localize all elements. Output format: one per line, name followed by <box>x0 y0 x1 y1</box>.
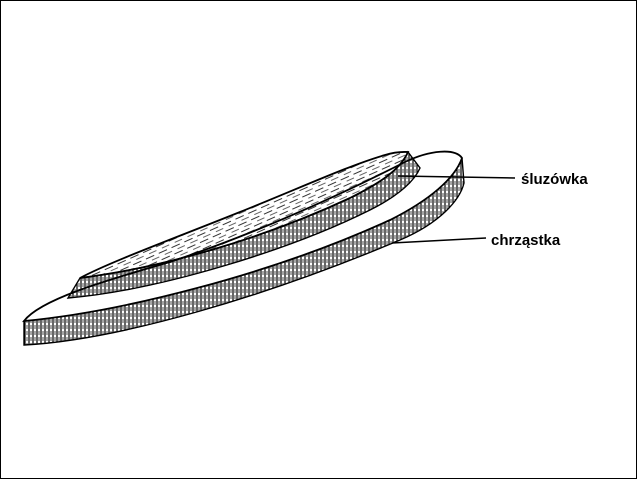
cartilage-leader-line <box>392 238 486 243</box>
mucosa-label: śluzówka <box>521 171 588 188</box>
cartilage-label: chrząstka <box>491 232 561 249</box>
